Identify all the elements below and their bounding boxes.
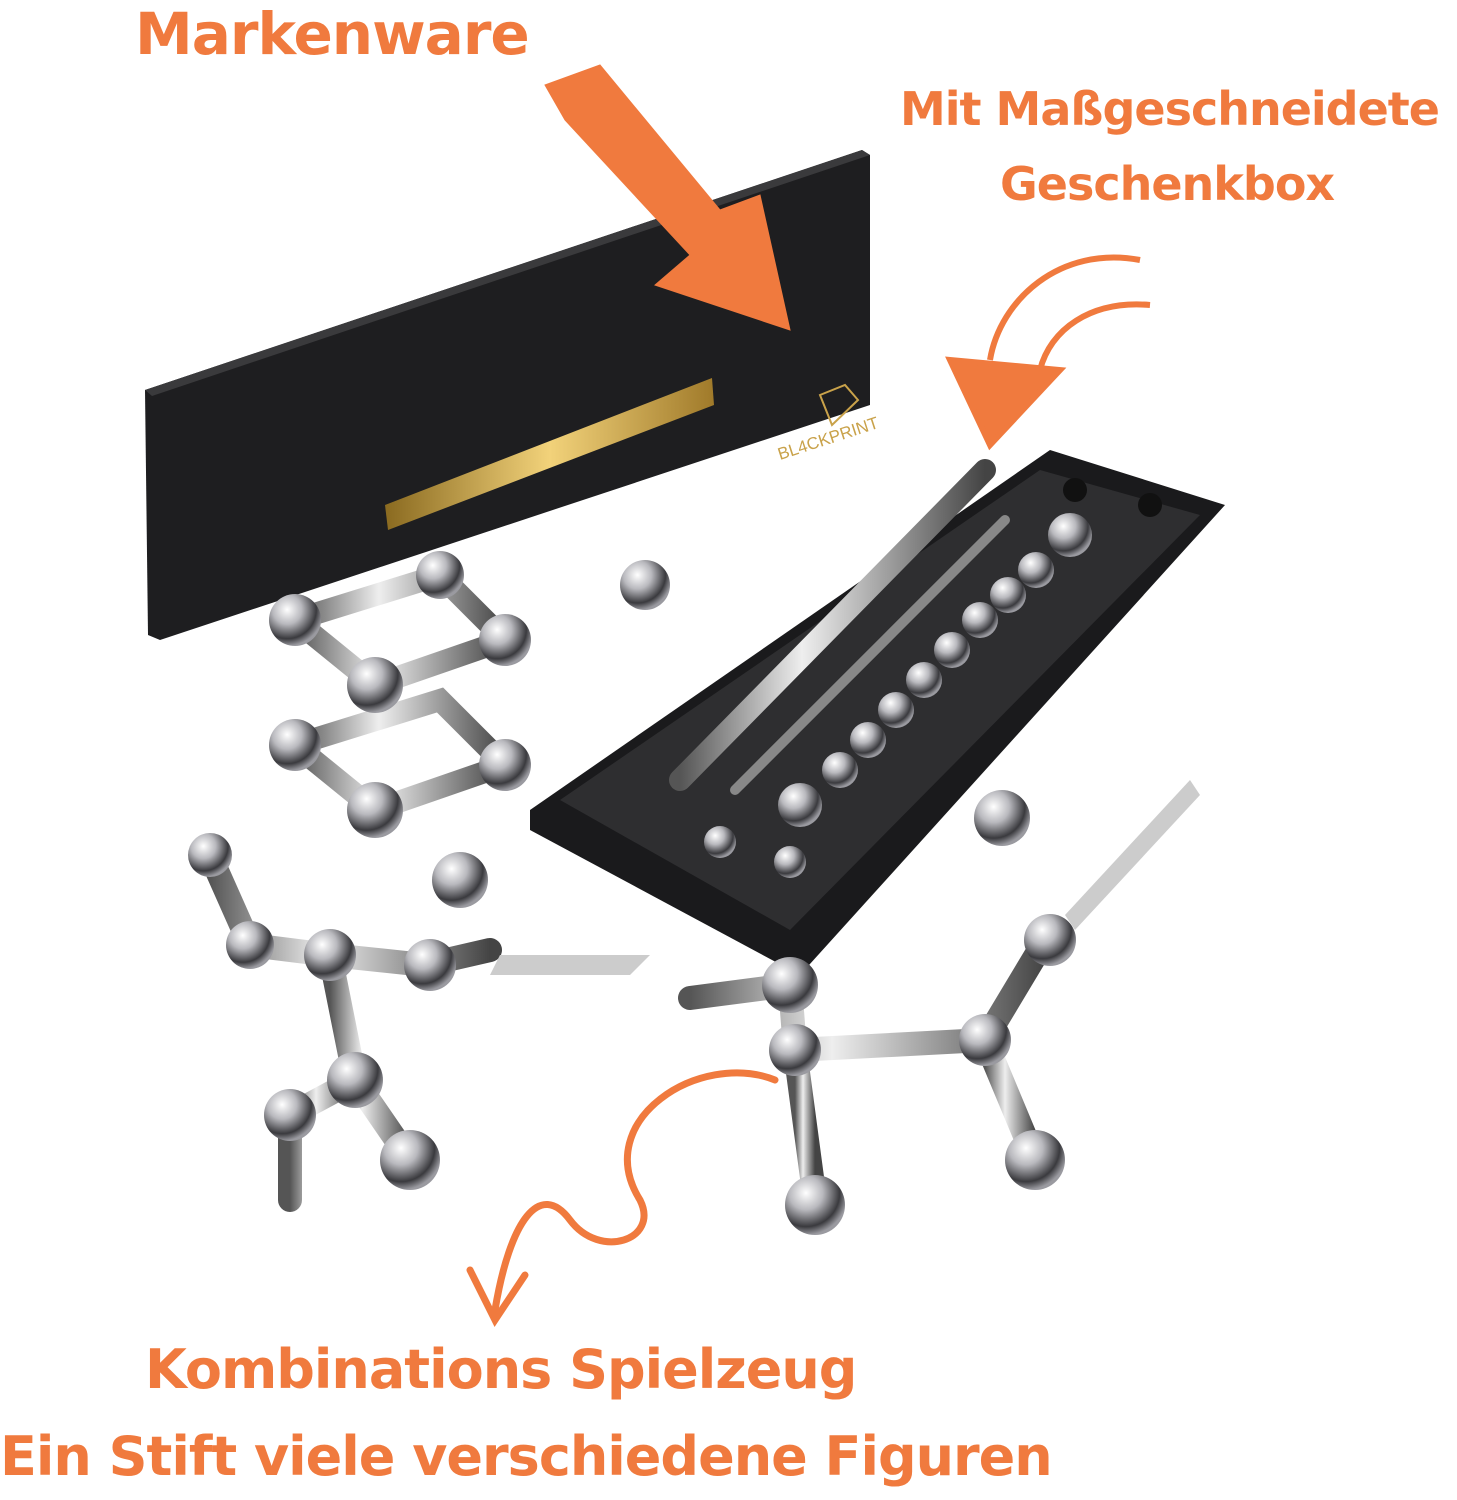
loose-ball [432, 852, 488, 908]
gift-box-lid: BL4CKPRINT [145, 150, 881, 640]
caption-brand: Markenware [135, 0, 530, 68]
caption-giftbox-line1: Mit Maßgeschneidete [900, 82, 1440, 136]
arrow-markenware-icon [544, 64, 791, 331]
stick-figure [188, 833, 650, 1212]
cube-corners [269, 551, 531, 838]
dog-figure [678, 780, 1200, 1235]
diamond-logo-icon [818, 383, 860, 427]
caption-combo-line1: Kombinations Spielzeug [145, 1338, 857, 1401]
pen-refill [730, 515, 1010, 795]
gold-pen-print [385, 378, 714, 530]
caption-giftbox-line2: Geschenkbox [1000, 157, 1335, 211]
arrow-combo-icon [466, 1069, 779, 1327]
ball-row [704, 478, 1162, 878]
loose-ball [620, 560, 670, 610]
magnetic-pen [669, 459, 996, 791]
caption-combo-line2: Ein Stift viele verschiedene Figuren [0, 1425, 1053, 1488]
gift-box-tray [530, 450, 1225, 975]
loose-ball [974, 790, 1030, 846]
arrow-giftbox-icon [945, 254, 1151, 451]
